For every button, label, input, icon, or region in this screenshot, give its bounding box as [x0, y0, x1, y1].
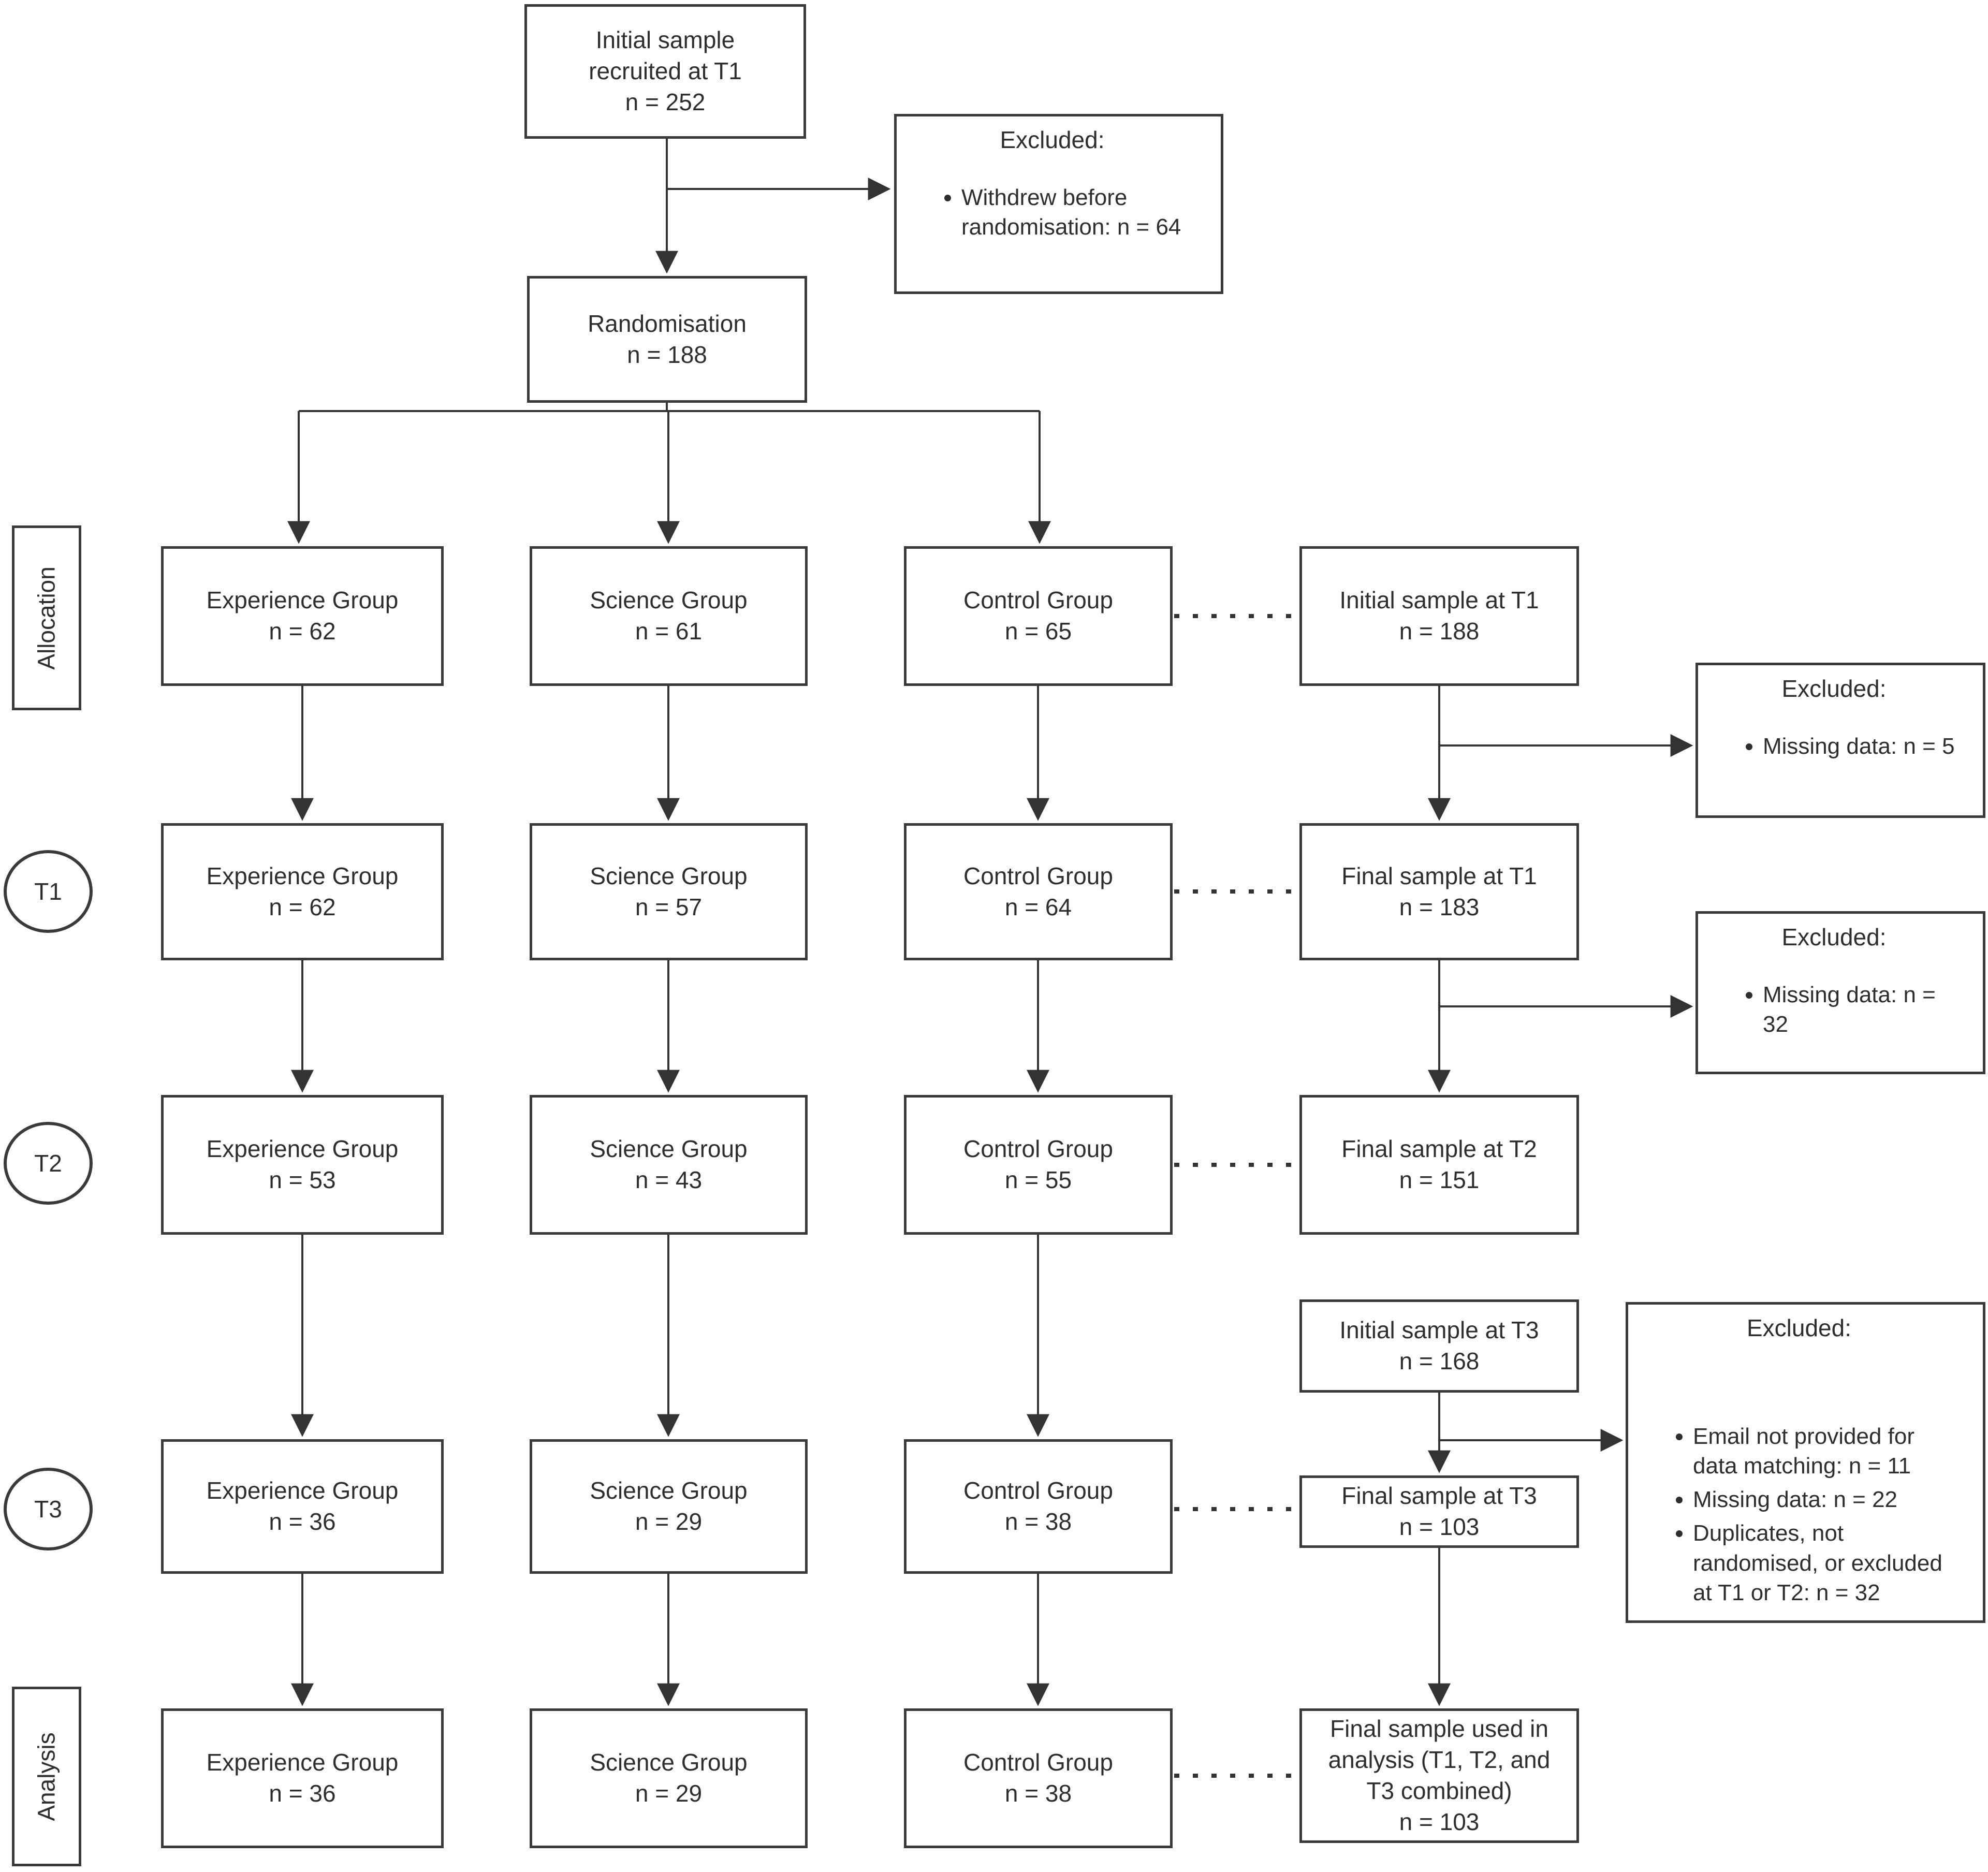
- node-t1-control-group: Control Group n = 64: [904, 823, 1173, 960]
- node-t1-science-group: Science Group n = 57: [530, 823, 808, 960]
- excluded-bullet: Email not provided for data matching: n …: [1693, 1422, 1960, 1481]
- excluded-bullet: Withdrew before randomisation: n = 64: [961, 183, 1197, 242]
- node-t2-experience-group: Experience Group n = 53: [161, 1095, 444, 1235]
- node-initial-sample-t1: Initial sample at T1 n = 188: [1299, 546, 1579, 686]
- excluded-title: Excluded:: [1000, 126, 1105, 153]
- node-t1-experience-group: Experience Group n = 62: [161, 823, 444, 960]
- node-t2-control-group: Control Group n = 55: [904, 1095, 1173, 1235]
- stage-label-t3-text: T3: [34, 1496, 62, 1523]
- node-t3-science-group: Science Group n = 29: [530, 1439, 808, 1574]
- stage-label-analysis-text: Analysis: [33, 1732, 61, 1821]
- stage-label-t2-text: T2: [34, 1150, 62, 1177]
- node-allocation-science-group: Science Group n = 61: [530, 546, 808, 686]
- node-final-sample-analysis: Final sample used in analysis (T1, T2, a…: [1299, 1708, 1579, 1843]
- stage-label-analysis: Analysis: [12, 1687, 81, 1866]
- excluded-list: Missing data: n = 5: [1708, 732, 1960, 761]
- stage-label-t3: T3: [4, 1468, 93, 1551]
- excluded-list: Withdrew before randomisation: n = 64: [907, 183, 1197, 242]
- node-t3-experience-group: Experience Group n = 36: [161, 1439, 444, 1574]
- excluded-title: Excluded:: [1781, 675, 1887, 702]
- node-final-sample-t1: Final sample at T1 n = 183: [1299, 823, 1579, 960]
- excluded-title: Excluded:: [1746, 1314, 1851, 1341]
- excluded-list: Missing data: n = 32: [1708, 980, 1960, 1039]
- stage-label-t2: T2: [4, 1122, 93, 1205]
- dotted-links: [1174, 614, 1297, 1778]
- node-t2-science-group: Science Group n = 43: [530, 1095, 808, 1235]
- stage-label-t1: T1: [4, 850, 93, 933]
- stage-label-t1-text: T1: [34, 878, 62, 905]
- excluded-list: Email not provided for data matching: n …: [1639, 1422, 1960, 1607]
- stage-label-allocation: Allocation: [12, 525, 81, 710]
- excluded-box-t1: Excluded: Missing data: n = 5: [1695, 663, 1985, 818]
- excluded-bullet: Missing data: n = 5: [1763, 732, 1960, 761]
- node-t3-control-group: Control Group n = 38: [904, 1439, 1173, 1574]
- node-randomisation: Randomisation n = 188: [527, 276, 807, 403]
- node-allocation-control-group: Control Group n = 65: [904, 546, 1173, 686]
- stage-label-allocation-text: Allocation: [33, 566, 61, 670]
- node-analysis-science-group: Science Group n = 29: [530, 1708, 808, 1848]
- node-final-sample-t3: Final sample at T3 n = 103: [1299, 1475, 1579, 1548]
- excluded-box-t2: Excluded: Missing data: n = 32: [1695, 911, 1985, 1074]
- node-analysis-experience-group: Experience Group n = 36: [161, 1708, 444, 1848]
- excluded-box-before-randomisation: Excluded: Withdrew before randomisation:…: [894, 114, 1223, 294]
- node-analysis-control-group: Control Group n = 38: [904, 1708, 1173, 1848]
- excluded-bullet: Missing data: n = 22: [1693, 1485, 1960, 1514]
- excluded-bullet: Missing data: n = 32: [1763, 980, 1960, 1039]
- node-initial-recruited: Initial sample recruited at T1 n = 252: [524, 4, 806, 139]
- excluded-box-t3: Excluded: Email not provided for data ma…: [1626, 1302, 1985, 1623]
- node-initial-sample-t3: Initial sample at T3 n = 168: [1299, 1299, 1579, 1393]
- excluded-bullet: Duplicates, not randomised, or excluded …: [1693, 1518, 1960, 1607]
- node-final-sample-t2: Final sample at T2 n = 151: [1299, 1095, 1579, 1235]
- node-allocation-experience-group: Experience Group n = 62: [161, 546, 444, 686]
- excluded-title: Excluded:: [1781, 924, 1887, 950]
